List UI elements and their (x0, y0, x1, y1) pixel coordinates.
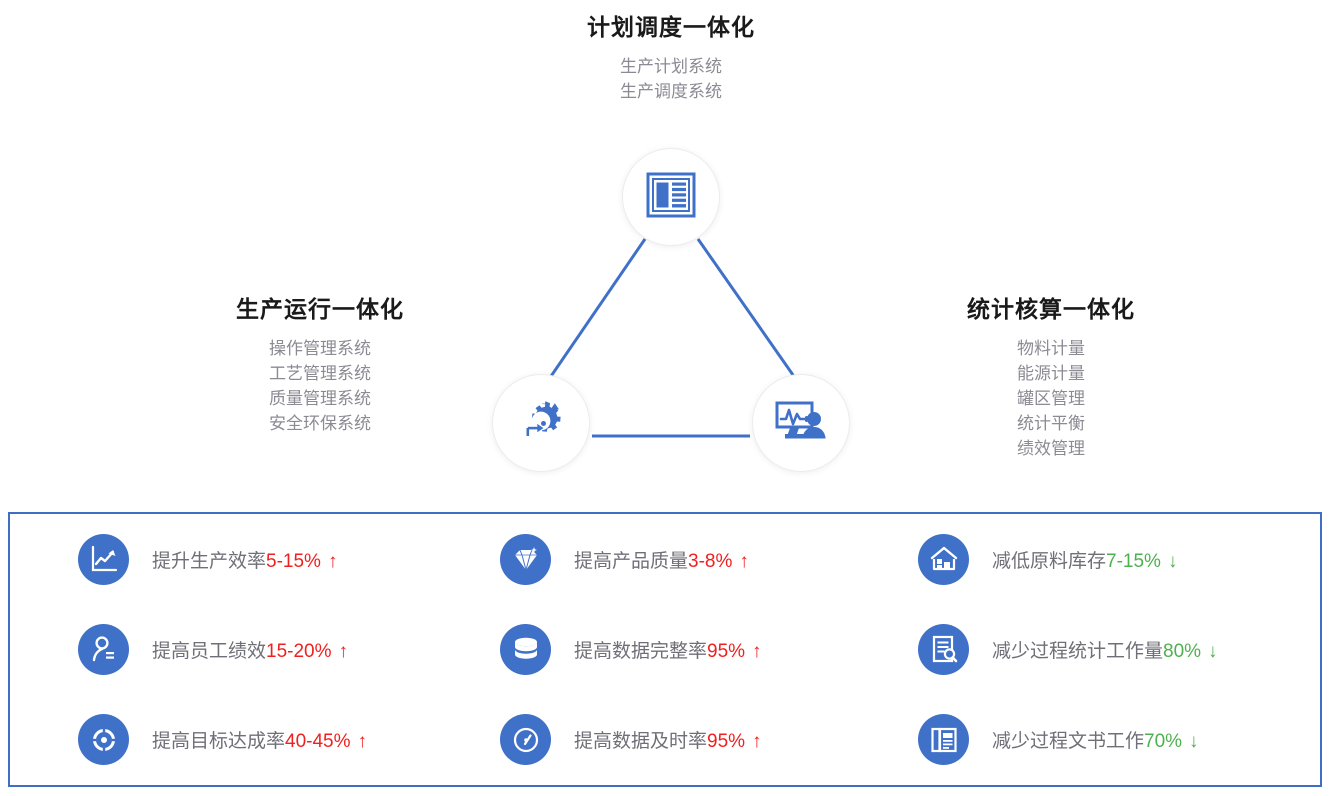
benefit-text: 减少过程文书工作70% ↓ (992, 726, 1199, 753)
report-copy-icon (918, 714, 969, 766)
benefit-value: 7-15% (1106, 550, 1161, 572)
list-item: 绩效管理 (1017, 439, 1085, 458)
benefit-value: 40-45% (285, 731, 351, 753)
group-statistics-accounting-title: 统计核算一体化 (967, 296, 1135, 322)
benefit-label: 减低原料库存 (992, 550, 1107, 572)
benefit-arrow-up-icon: ↑ (739, 550, 749, 572)
list-item: 罐区管理 (1017, 389, 1085, 408)
benefit-item-data-timeliness[interactable]: 提高数据及时率95% ↑ (500, 714, 918, 766)
benefit-arrow-up-icon: ↑ (338, 640, 349, 662)
benefit-item-raw-material-inventory[interactable]: 减低原料库存7-15% ↓ (918, 533, 1320, 585)
group-statistics-accounting: 统计核算一体化 物料计量 能源计量 罐区管理 统计平衡 绩效管理 (851, 290, 1251, 461)
benefit-arrow-down-icon: ↓ (1167, 550, 1178, 572)
benefit-text: 提高产品质量3-8% ↑ (574, 546, 749, 573)
line-top-to-left (543, 238, 647, 386)
benefit-text: 提高数据完整率95% ↑ (574, 636, 762, 663)
benefit-item-data-completeness[interactable]: 提高数据完整率95% ↑ (500, 623, 918, 675)
benefit-label: 提高数据完整率 (574, 640, 708, 662)
benefit-text: 提高目标达成率40-45% ↑ (152, 726, 367, 753)
document-search-icon (918, 623, 969, 675)
benefit-arrow-up-icon: ↑ (752, 731, 762, 753)
benefit-value: 70% (1144, 731, 1183, 753)
benefit-arrow-down-icon: ↓ (1189, 731, 1199, 753)
benefit-value: 95% (707, 640, 746, 662)
benefits-grid: 提升生产效率5-15% ↑ 提高产品质量3-8% ↑ (10, 514, 1320, 785)
benefit-label: 提高员工绩效 (152, 640, 267, 662)
benefit-arrow-up-icon: ↑ (752, 640, 762, 662)
monitor-analyst-icon (774, 397, 828, 450)
benefit-label: 减少过程统计工作量 (992, 640, 1164, 662)
benefit-item-employee-performance[interactable]: 提高员工绩效15-20% ↑ (78, 623, 500, 675)
benefit-label: 减少过程文书工作 (992, 731, 1145, 753)
benefit-text: 提高员工绩效15-20% ↑ (152, 636, 348, 663)
benefit-text: 减低原料库存7-15% ↓ (992, 546, 1177, 573)
list-item: 能源计量 (1017, 364, 1085, 383)
node-plan-scheduling[interactable] (622, 148, 720, 246)
benefit-label: 提升生产效率 (152, 550, 267, 572)
benefit-text: 减少过程统计工作量80% ↓ (992, 636, 1218, 663)
benefit-value: 15-20% (266, 640, 332, 662)
gear-process-icon (514, 394, 568, 453)
node-production-operation[interactable] (492, 374, 590, 472)
diamond-icon (500, 533, 551, 585)
benefit-value: 80% (1163, 640, 1202, 662)
person-badge-icon (78, 623, 129, 675)
benefit-text: 提升生产效率5-15% ↑ (152, 546, 337, 573)
benefit-label: 提高产品质量 (574, 550, 689, 572)
benefit-item-goal-achievement[interactable]: 提高目标达成率40-45% ↑ (78, 714, 500, 766)
list-item: 生产调度系统 (620, 82, 722, 101)
benefit-text: 提高数据及时率95% ↑ (574, 726, 762, 753)
gauge-icon (500, 714, 551, 766)
group-statistics-accounting-items: 物料计量 能源计量 罐区管理 统计平衡 绩效管理 (851, 336, 1251, 461)
list-item: 安全环保系统 (269, 414, 371, 433)
benefit-arrow-up-icon: ↑ (357, 731, 368, 753)
node-statistics-accounting[interactable] (752, 374, 850, 472)
benefit-arrow-up-icon: ↑ (327, 550, 338, 572)
list-item: 质量管理系统 (269, 389, 371, 408)
list-item: 物料计量 (1017, 339, 1085, 358)
group-production-operation-title: 生产运行一体化 (236, 296, 404, 322)
warehouse-icon (918, 533, 969, 585)
benefit-item-process-statistics-workload[interactable]: 减少过程统计工作量80% ↓ (918, 623, 1320, 675)
benefit-item-product-quality[interactable]: 提高产品质量3-8% ↑ (500, 533, 918, 585)
benefit-value: 3-8% (688, 550, 733, 572)
list-item: 生产计划系统 (620, 57, 722, 76)
benefit-arrow-down-icon: ↓ (1208, 640, 1218, 662)
benefits-panel: 提升生产效率5-15% ↑ 提高产品质量3-8% ↑ (8, 512, 1322, 787)
benefit-item-process-paperwork[interactable]: 减少过程文书工作70% ↓ (918, 714, 1320, 766)
line-chart-icon (78, 533, 129, 585)
benefit-value: 95% (707, 731, 746, 753)
target-icon (78, 714, 129, 766)
group-production-operation-items: 操作管理系统 工艺管理系统 质量管理系统 安全环保系统 (120, 336, 520, 436)
group-plan-scheduling: 计划调度一体化 生产计划系统 生产调度系统 (471, 8, 871, 104)
plan-document-icon (645, 169, 697, 226)
list-item: 操作管理系统 (269, 339, 371, 358)
benefit-item-production-efficiency[interactable]: 提升生产效率5-15% ↑ (78, 533, 500, 585)
group-production-operation: 生产运行一体化 操作管理系统 工艺管理系统 质量管理系统 安全环保系统 (120, 290, 520, 436)
database-icon (500, 623, 551, 675)
group-plan-scheduling-title: 计划调度一体化 (587, 14, 755, 40)
benefit-label: 提高数据及时率 (574, 731, 708, 753)
line-top-to-right (696, 238, 802, 386)
integration-triangle-diagram: 计划调度一体化 生产计划系统 生产调度系统 生产运行一体化 操作管理系统 工艺管… (120, 8, 1251, 472)
list-item: 统计平衡 (1017, 414, 1085, 433)
list-item: 工艺管理系统 (269, 364, 371, 383)
benefit-value: 5-15% (266, 550, 321, 572)
group-plan-scheduling-items: 生产计划系统 生产调度系统 (471, 54, 871, 104)
triangle-connector-lines (543, 238, 802, 438)
benefit-label: 提高目标达成率 (152, 731, 286, 753)
